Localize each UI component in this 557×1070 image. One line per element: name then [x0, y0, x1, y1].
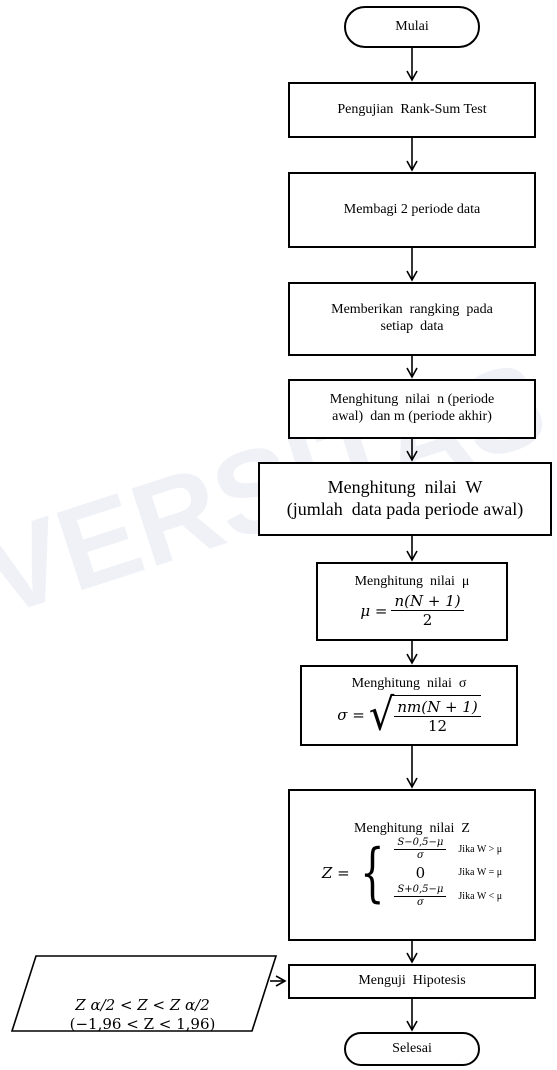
sigma-denominator: 12 — [427, 716, 448, 735]
step-compute-sigma: Menghitung nilai σ σ = √ nm(N + 1) 12 — [300, 665, 518, 746]
z-case1-condition: Jika W > μ — [458, 843, 503, 855]
sqrt-icon: √ — [368, 689, 395, 741]
z-case2-value: 0 — [415, 864, 426, 883]
z-case1-denominator: σ — [416, 850, 424, 862]
z-case1-fraction: S−0,5−μ σ — [394, 837, 447, 862]
z-case3-numerator: S+0,5−μ — [394, 884, 447, 898]
step-compute-z: Menghitung nilai Z Z = { S−0,5−μ σ Jika … — [288, 789, 536, 941]
sigma-fraction: nm(N + 1) 12 — [394, 694, 481, 735]
step-compute-w-line1: Menghitung nilai W — [327, 477, 483, 498]
z-case3-condition: Jika W < μ — [458, 890, 503, 902]
step-count-n-m-line2: awal) dan m (periode akhir) — [332, 409, 492, 424]
mu-formula-lhs: μ = — [360, 601, 388, 620]
step-ranking: Memberikan rangking pada setiap data — [288, 282, 536, 356]
brace-icon: { — [359, 836, 385, 911]
step-compute-mu-label: Menghitung nilai μ — [354, 573, 470, 589]
z-formula-lhs: Z = — [321, 864, 350, 883]
step-rank-sum-test: Pengujian Rank-Sum Test — [288, 82, 536, 138]
z-case3-fraction: S+0,5−μ σ — [394, 884, 447, 909]
end-label: Selesai — [392, 1041, 432, 1056]
mu-numerator: n(N + 1) — [391, 592, 464, 612]
mu-denominator: 2 — [422, 611, 433, 630]
step-rank-sum-test-label: Pengujian Rank-Sum Test — [337, 101, 487, 117]
input-condition: Z α/2 < Z < Z α/2 (−1,96 < Z < 1,96) — [20, 996, 265, 1034]
start-terminal: Mulai — [344, 6, 480, 48]
sigma-formula-lhs: σ = — [337, 705, 365, 724]
step-ranking-line1: Memberikan rangking pada — [331, 302, 493, 318]
step-compute-z-label: Menghitung nilai Z — [354, 820, 470, 836]
z-cases: Z = { S−0,5−μ σ Jika W > μ 0 Jika W = μ … — [322, 837, 502, 909]
input-parallelogram — [10, 955, 278, 1032]
z-case3-denominator: σ — [416, 897, 424, 909]
input-condition-line2: (−1,96 < Z < 1,96) — [69, 1014, 216, 1033]
step-count-n-m-line1: Menghitung nilai n (periode — [329, 392, 495, 408]
z-case1-numerator: S−0,5−μ — [394, 837, 447, 851]
start-label: Mulai — [395, 19, 429, 34]
step-split-periods-label: Membagi 2 periode data — [343, 201, 481, 217]
step-test-hypothesis-label: Menguji Hipotesis — [358, 973, 466, 989]
step-compute-mu: Menghitung nilai μ μ = n(N + 1) 2 — [316, 562, 508, 641]
step-compute-sigma-label: Menghitung nilai σ — [351, 676, 467, 692]
step-ranking-line2: setiap data — [380, 319, 444, 334]
z-case2-condition: Jika W = μ — [458, 867, 503, 879]
step-test-hypothesis: Menguji Hipotesis — [288, 964, 536, 999]
input-condition-line1: Z α/2 < Z < Z α/2 — [75, 996, 210, 1014]
step-compute-w: Menghitung nilai W (jumlah data pada per… — [258, 462, 552, 536]
mu-fraction: n(N + 1) 2 — [391, 592, 464, 630]
step-compute-w-line2: (jumlah data pada periode awal) — [286, 499, 524, 519]
end-terminal: Selesai — [344, 1032, 480, 1066]
sigma-numerator: nm(N + 1) — [394, 698, 481, 717]
step-count-n-m: Menghitung nilai n (periode awal) dan m … — [288, 379, 536, 439]
step-split-periods: Membagi 2 periode data — [288, 172, 536, 248]
